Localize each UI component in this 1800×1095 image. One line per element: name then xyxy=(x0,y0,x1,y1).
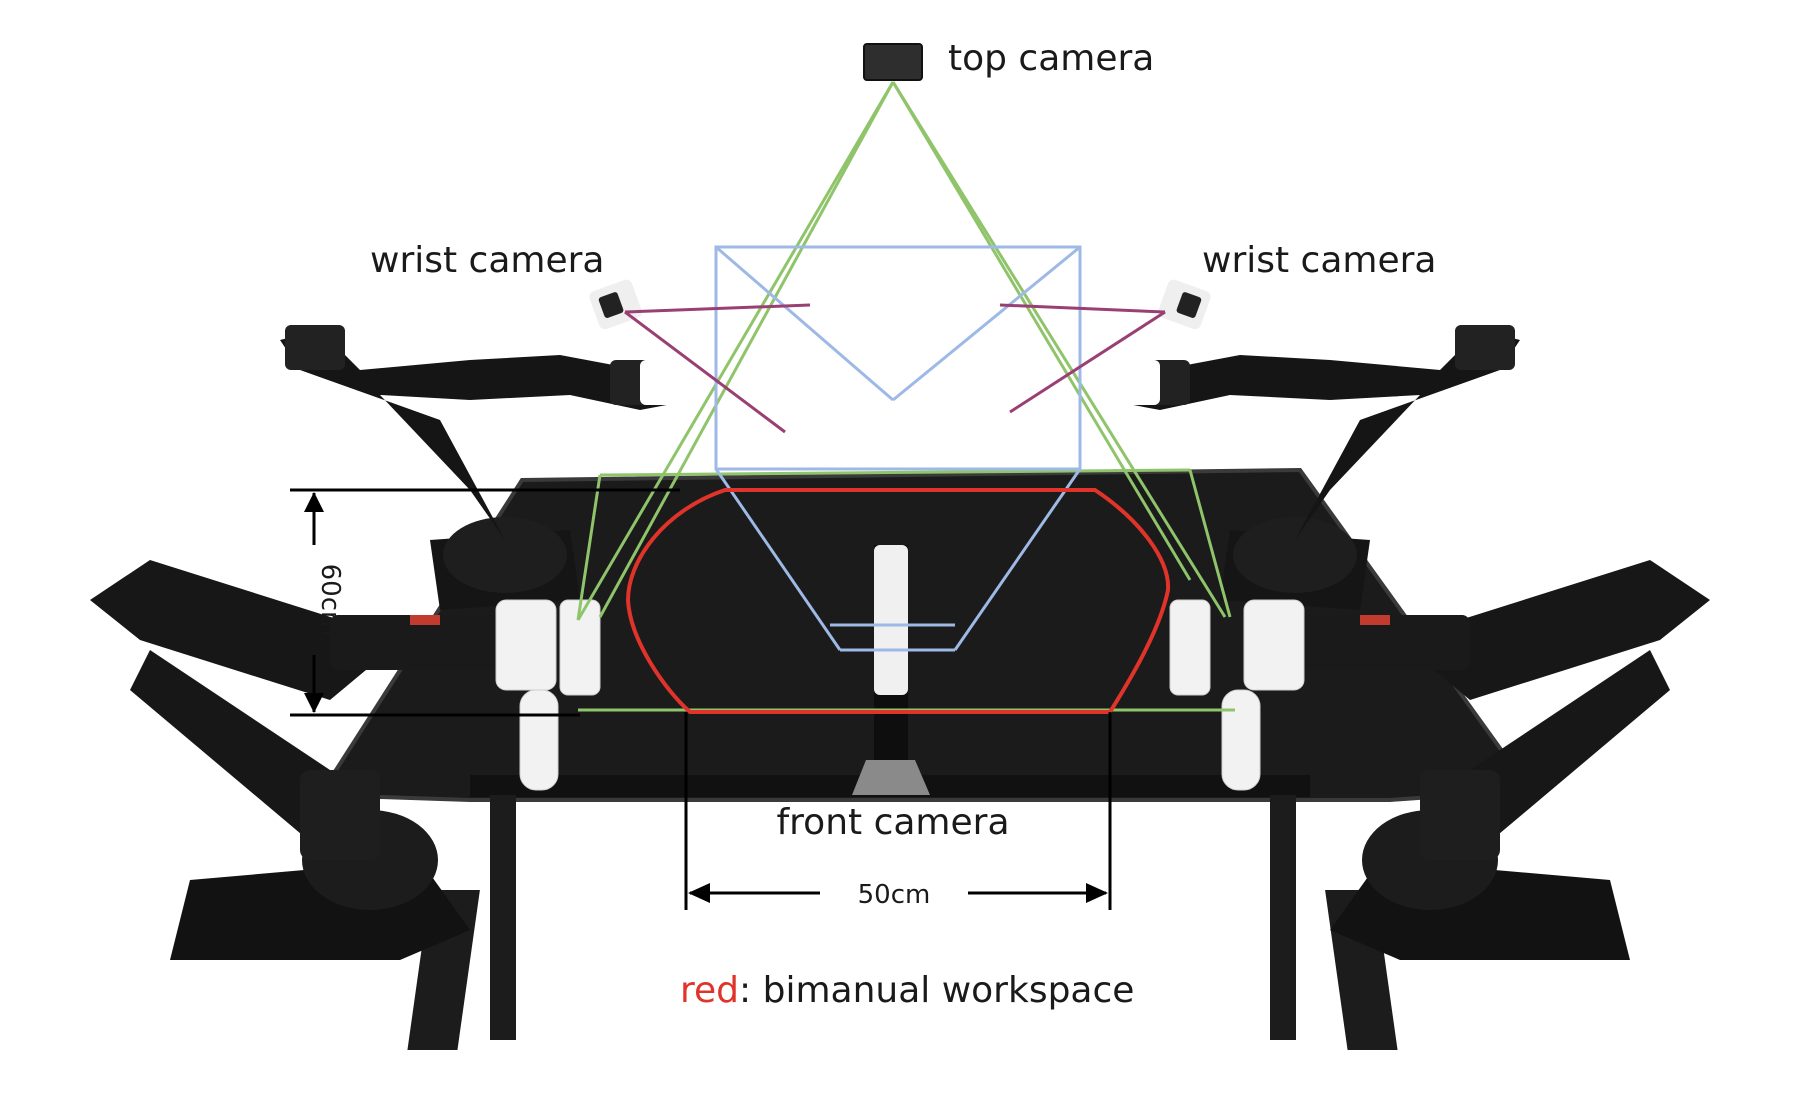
right-follower-turntable xyxy=(1233,517,1357,593)
right-teleop-handle xyxy=(1169,599,1305,791)
front-camera-body xyxy=(874,545,908,695)
workspace-legend-color-word: red xyxy=(680,970,739,1011)
top-camera-device xyxy=(863,43,923,81)
table-leg-right xyxy=(1270,795,1296,1040)
left-wrist-camera xyxy=(589,279,642,330)
workspace-legend: red: bimanual workspace xyxy=(680,970,1134,1011)
left-follower-turntable xyxy=(443,517,567,593)
height-dimension xyxy=(290,488,680,717)
right-leader-motor xyxy=(1420,770,1500,860)
width-dimension-label: 50cm xyxy=(858,880,931,910)
left-leader-wrist xyxy=(330,615,500,670)
right-robot-cluster xyxy=(1080,279,1710,960)
front-camera-label: front camera xyxy=(776,802,1009,843)
wrist-camera-label-left: wrist camera xyxy=(370,240,605,281)
left-wrist-camera-fov xyxy=(624,303,811,434)
bimanual-workspace-outline xyxy=(625,488,1171,714)
left-leader-red-label xyxy=(410,615,440,625)
width-dimension xyxy=(684,712,1112,910)
wrist-camera-label-right: wrist camera xyxy=(1202,240,1437,281)
right-wrist-camera-fov xyxy=(999,303,1166,414)
table-leg-left xyxy=(490,795,516,1040)
top-camera-label: top camera xyxy=(948,38,1154,79)
left-leader-motor xyxy=(300,770,380,860)
left-follower-motor-a xyxy=(285,325,345,370)
front-camera-fov xyxy=(714,245,1082,652)
right-leader-wrist xyxy=(1300,615,1470,670)
left-gripper-mount xyxy=(640,360,720,405)
right-gripper-mount xyxy=(1080,360,1160,405)
workspace-legend-text: : bimanual workspace xyxy=(739,970,1134,1011)
front-camera-bracket xyxy=(852,760,930,795)
height-dimension-label: 60cm xyxy=(315,564,345,637)
right-leader-red-label xyxy=(1360,615,1390,625)
right-leader-arm-lower xyxy=(1410,560,1710,700)
right-follower-motor-a xyxy=(1455,325,1515,370)
right-wrist-camera xyxy=(1158,279,1211,330)
